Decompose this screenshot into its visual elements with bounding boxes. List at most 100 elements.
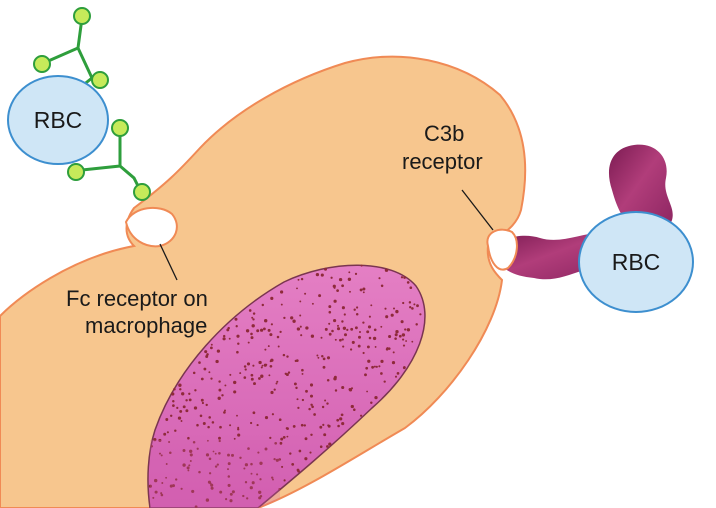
antigen-node	[67, 163, 85, 181]
granule	[315, 272, 320, 277]
granule	[292, 425, 296, 428]
granule	[189, 460, 192, 462]
granule	[219, 425, 222, 429]
granule	[293, 382, 297, 386]
granule	[384, 307, 387, 310]
granule	[339, 338, 342, 342]
granule	[336, 324, 340, 327]
granule	[330, 276, 333, 279]
granule	[166, 431, 169, 434]
granule	[402, 338, 405, 341]
granule	[169, 451, 172, 455]
granule	[219, 490, 223, 494]
granule	[198, 361, 201, 364]
granule	[408, 301, 412, 304]
granule	[250, 472, 253, 475]
granule	[173, 387, 176, 391]
granule	[270, 296, 274, 300]
granule	[260, 374, 264, 378]
granule	[150, 445, 154, 448]
granule	[316, 354, 319, 357]
granule	[249, 486, 253, 490]
granule	[203, 367, 207, 371]
granule	[233, 380, 237, 385]
granule	[323, 267, 328, 271]
granule	[309, 394, 314, 398]
granule	[251, 481, 255, 485]
granule	[341, 422, 345, 426]
granule	[224, 409, 226, 412]
nucleus-granules	[148, 264, 422, 508]
granule	[264, 348, 267, 351]
granule	[343, 333, 348, 337]
granule	[182, 463, 186, 467]
granule	[362, 291, 365, 294]
granule	[310, 433, 313, 437]
granule	[336, 418, 340, 422]
granule	[270, 323, 273, 326]
granule	[182, 449, 186, 452]
granule	[393, 307, 395, 310]
granule	[281, 465, 284, 468]
granule	[285, 427, 288, 430]
granule	[328, 332, 332, 336]
granule	[205, 498, 210, 502]
granule	[380, 372, 383, 375]
granule	[244, 481, 248, 484]
granule	[258, 377, 261, 380]
granule	[251, 324, 255, 328]
granule	[301, 368, 304, 372]
granule	[347, 277, 352, 281]
granule	[229, 499, 233, 503]
granule	[275, 382, 278, 385]
granule	[368, 336, 372, 340]
antigen-node	[133, 183, 151, 201]
granule	[372, 336, 377, 341]
rbc-right: RBC	[578, 211, 694, 313]
granule	[252, 364, 255, 367]
granule	[169, 414, 173, 418]
granule	[250, 373, 254, 377]
granule	[201, 401, 204, 405]
granule	[333, 377, 337, 381]
granule	[273, 388, 276, 391]
granule	[299, 325, 302, 328]
granule	[300, 423, 304, 427]
granule	[187, 436, 190, 440]
granule	[239, 456, 242, 460]
granule	[394, 375, 398, 378]
granule	[349, 290, 351, 293]
granule	[222, 334, 226, 338]
granule	[278, 458, 281, 461]
granule	[270, 390, 274, 395]
granule	[208, 416, 211, 419]
granule	[287, 371, 291, 374]
granule	[285, 373, 289, 377]
granule	[247, 447, 250, 450]
granule	[297, 406, 300, 410]
granule	[322, 357, 326, 361]
granule	[279, 330, 282, 334]
granule	[309, 451, 312, 454]
granule	[320, 336, 323, 339]
granule	[327, 424, 331, 428]
granule	[215, 359, 219, 364]
granule	[278, 488, 281, 491]
granule	[242, 494, 245, 498]
granule	[322, 365, 326, 369]
granule	[224, 384, 227, 387]
granule	[181, 392, 185, 396]
granule	[179, 388, 182, 391]
granule	[326, 356, 331, 360]
granule	[354, 326, 358, 330]
granule	[341, 306, 345, 310]
granule	[227, 462, 231, 466]
granule	[256, 473, 259, 476]
granule	[328, 310, 332, 314]
granule	[356, 306, 359, 309]
granule	[208, 457, 212, 461]
granule	[373, 328, 377, 332]
granule	[290, 316, 294, 320]
rbc-right-label: RBC	[612, 249, 661, 275]
granule	[271, 478, 275, 481]
